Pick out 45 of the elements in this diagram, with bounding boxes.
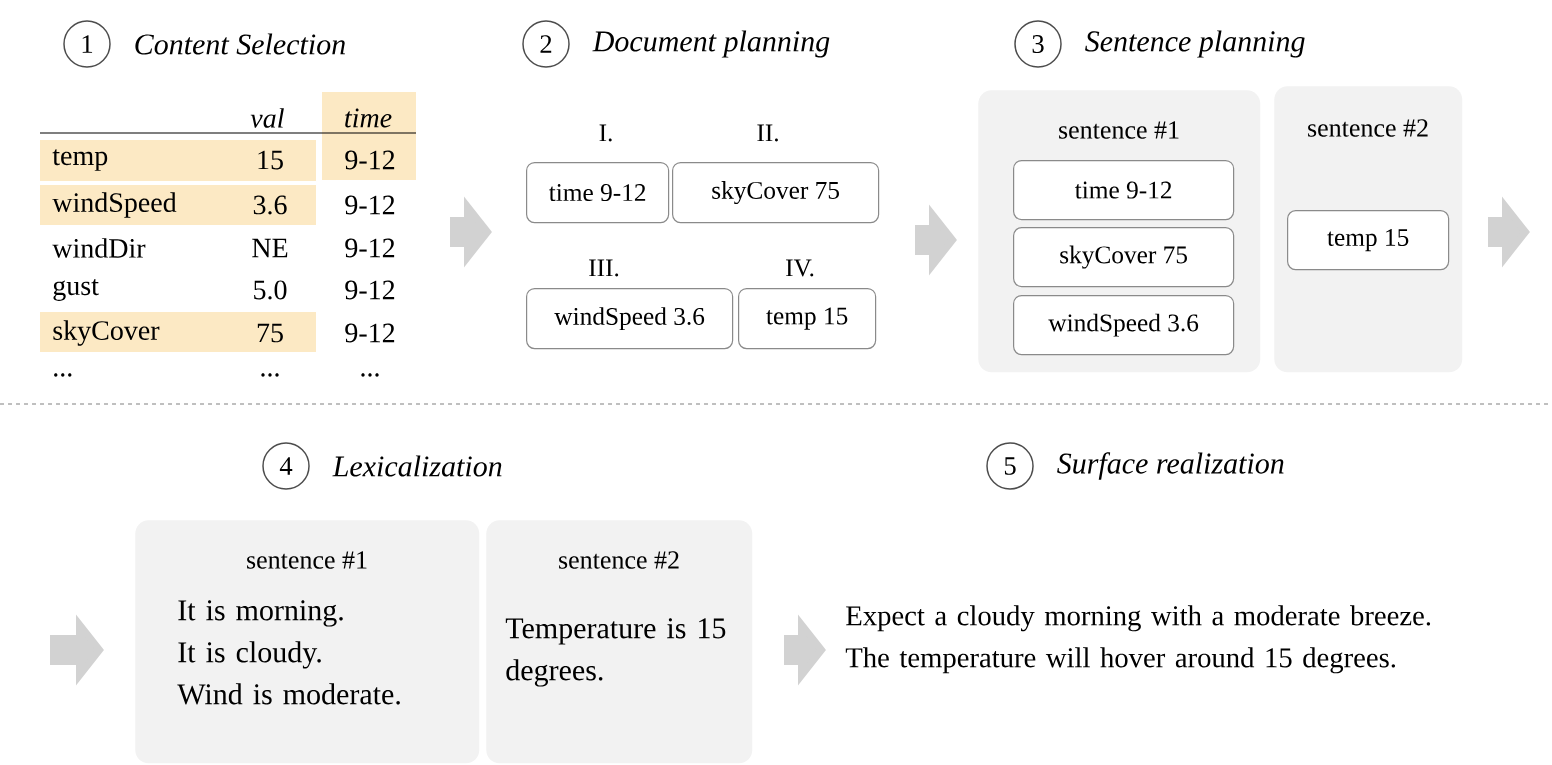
step-number: 5 [986, 442, 1034, 490]
section-numeral: II. [757, 124, 778, 142]
step-title: Lexicalization [332, 455, 502, 477]
table-cell: 75 [257, 323, 283, 343]
step-number: 2 [522, 20, 570, 68]
table-cell: 9-12 [345, 238, 395, 258]
table-cell: windDir [52, 238, 146, 258]
table-cell: 9-12 [345, 195, 395, 215]
step-number: 3 [1014, 20, 1062, 68]
step-number: 1 [63, 20, 111, 68]
item-box: temp 15 [1287, 210, 1450, 271]
table-cell: ... [361, 373, 379, 377]
item-box: skyCover 75 [1013, 227, 1235, 288]
output-text: Expect a cloudy morning with a moderate breeze. The temperature will hover around 15 degrees. [845, 605, 1431, 674]
table-cell: ... [54, 373, 72, 377]
table-cell: 9-12 [345, 323, 395, 343]
table-cell: temp [52, 149, 108, 171]
table-cell: val [250, 108, 284, 128]
table-cell: 15 [258, 150, 283, 170]
section-numeral: III. [589, 259, 619, 277]
section-numeral: IV. [786, 259, 814, 277]
section-numeral: I. [599, 124, 612, 142]
step-number: 4 [262, 442, 310, 490]
item-box: windSpeed 3.6 [526, 288, 734, 350]
table-cell: 9-12 [345, 150, 395, 170]
item-box: windSpeed 3.6 [1013, 295, 1235, 356]
item-box: time 9-12 [1013, 160, 1235, 221]
step-title: Sentence planning [1085, 30, 1305, 58]
table-cell: 9-12 [345, 280, 395, 300]
table-cell: gust [53, 279, 99, 301]
step-title: Content Selection [135, 33, 345, 55]
sentence-panel: sentence #2 Temperature is 15 degrees. [486, 520, 753, 764]
sentence-panel: sentence #1 It is morning. It is cloudy. Wind is moderate. [135, 520, 480, 764]
table-cell: windSpeed [52, 192, 177, 218]
item-box: temp 15 [738, 288, 877, 350]
item-box: skyCover 75 [672, 162, 880, 224]
table-cell: 5.0 [254, 280, 287, 300]
step-title: Document planning [592, 30, 830, 58]
table-cell: time [345, 108, 392, 128]
item-box: time 9-12 [526, 162, 670, 224]
table-cell: skyCover [53, 320, 160, 346]
table-cell: ... [261, 373, 279, 377]
step-title: Surface realization [1057, 452, 1284, 480]
table-cell: 3.6 [253, 195, 287, 215]
table-cell: NE [252, 238, 288, 258]
